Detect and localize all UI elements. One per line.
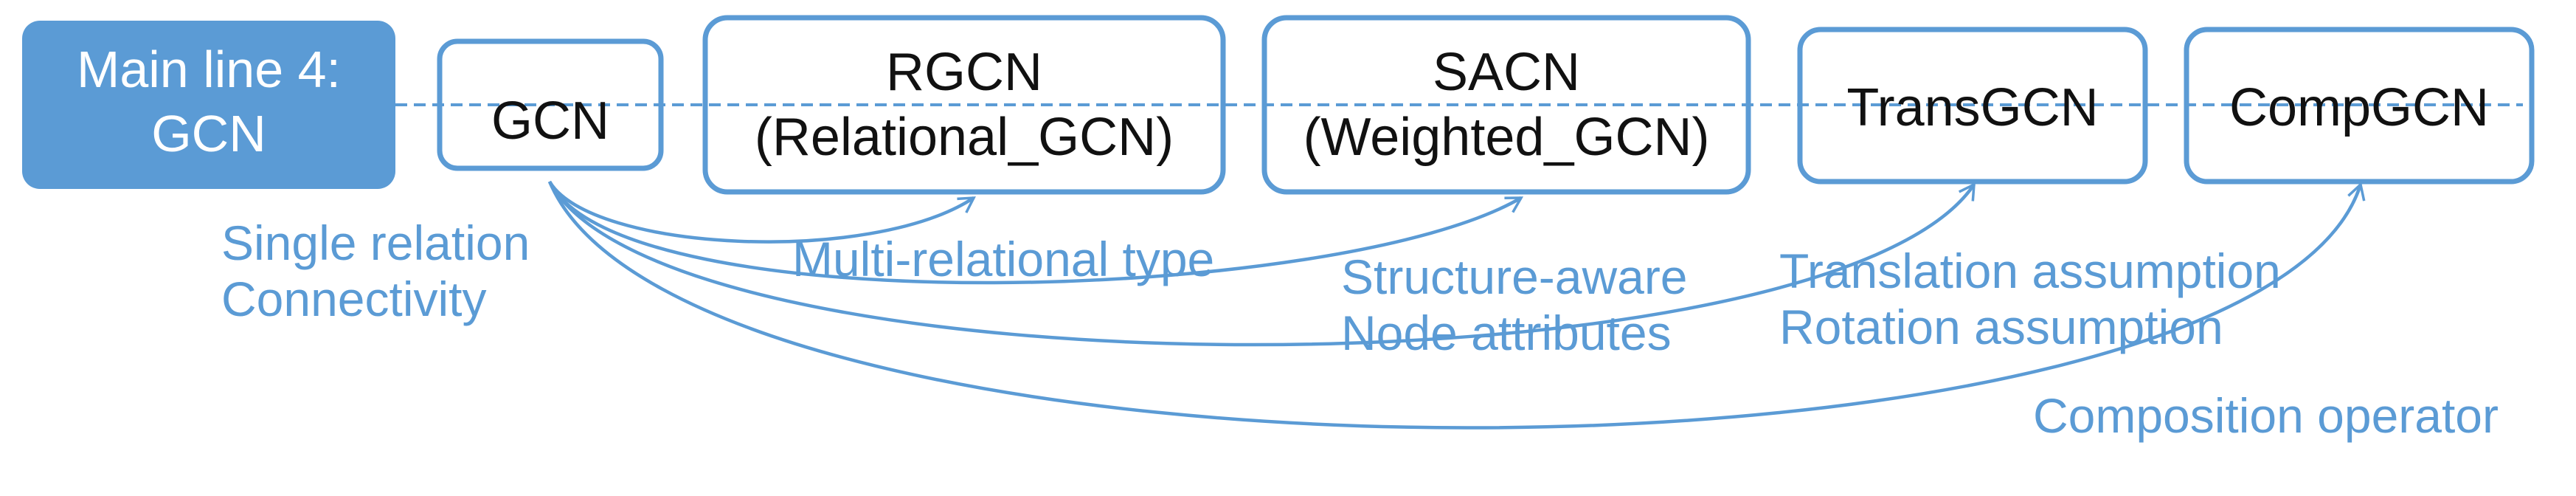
rgcn-title: RGCN [886,43,1042,102]
sacn-annotation-line2: Node attributes [1341,306,1672,360]
rgcn-annotation: Multi-relational type [792,232,1214,286]
arrow-gcn-to-transgcn [548,180,1976,347]
transgcn-label: TransGCN [1846,78,2098,137]
compgcn-annotation: Composition operator [2033,388,2499,443]
compgcn-label: CompGCN [2229,78,2489,137]
main-line-title: Main line 4: [77,41,341,98]
gcn-annotation-line1: Single relation [221,216,530,270]
arrow-gcn-to-sacn [547,181,1524,285]
arrow-gcn-to-rgcn [548,180,976,244]
gcn-annotation-line2: Connectivity [221,272,487,326]
transgcn-annotation-line1: Translation assumption [1779,244,2281,298]
rgcn-box [702,15,1226,195]
sacn-title: SACN [1433,43,1580,102]
gcn-label: GCN [491,92,609,151]
sacn-subtitle: (Weighted_GCN) [1303,108,1710,167]
arrow-gcn-to-compgcn [547,181,2366,430]
transgcn-annotation-line2: Rotation assumption [1779,300,2223,354]
main-line-subtitle: GCN [151,105,266,162]
rgcn-subtitle: (Relational_GCN) [755,108,1174,167]
main-line-box [22,21,395,189]
sacn-annotation-line1: Structure-aware [1341,249,1688,304]
